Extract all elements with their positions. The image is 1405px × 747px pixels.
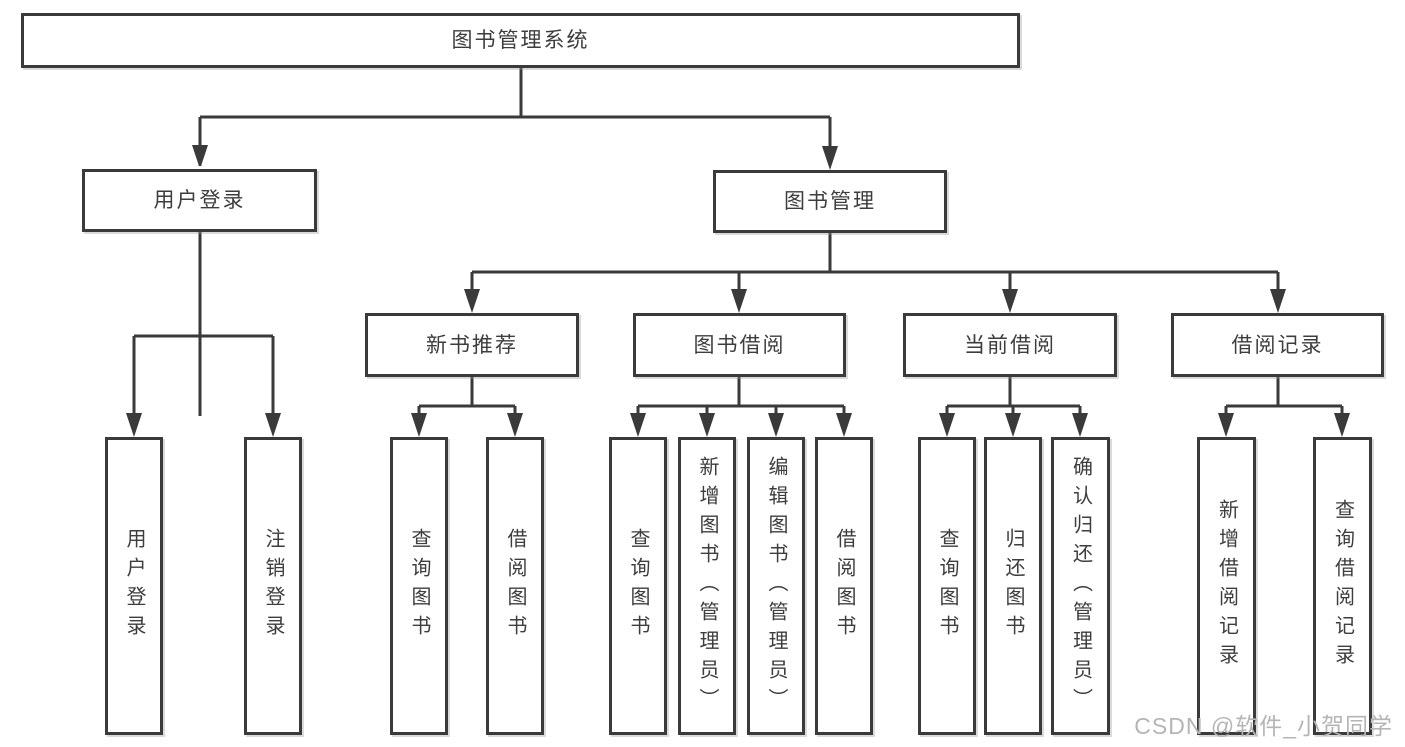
arrowheads-borrow-records [1218,413,1350,437]
node-user-login: 用户登录 [82,169,317,232]
leaf-label: 查询图书 [936,528,958,644]
leaf-borrow-query-books: 查询图书 [609,437,667,735]
node-label: 当前借阅 [964,333,1056,357]
connector-user-login [132,232,275,418]
leaf-label: 编辑图书（管理员） [765,455,787,717]
node-borrow-records: 借阅记录 [1171,313,1384,377]
node-label: 用户登录 [153,189,246,212]
leaf-user-login: 用户登录 [105,437,163,735]
leaf-logout-login: 注销登录 [244,437,302,735]
leaf-borrow-edit-books-admin: 编辑图书（管理员） [747,437,805,735]
node-library-management-system: 图书管理系统 [21,13,1020,68]
node-book-management: 图书管理 [713,170,947,233]
arrowheads-level3 [464,289,1286,313]
node-new-book-recommend: 新书推荐 [365,313,579,377]
leaf-newbooks-borrow-books: 借阅图书 [486,437,544,735]
node-label: 借阅记录 [1231,333,1324,357]
leaf-borrow-borrow-books: 借阅图书 [815,437,873,735]
node-label: 新书推荐 [426,333,518,357]
leaf-label: 新增图书（管理员） [696,455,718,717]
node-label: 图书管理 [784,190,876,213]
leaf-label: 查询借阅记录 [1331,499,1354,673]
leaf-label: 查询图书 [627,528,649,644]
arrowheads-level2 [192,145,838,170]
watermark: CSDN @软件_小贺同学 [1134,713,1393,739]
connector-current-borrow [945,377,1082,418]
leaf-label: 查询图书 [408,528,430,644]
leaf-label: 借阅图书 [833,528,855,644]
leaf-label: 新增借阅记录 [1215,499,1238,673]
leaf-newbooks-query-books: 查询图书 [390,437,448,735]
arrowheads-new-book-recommend [411,413,523,437]
node-label: 图书管理系统 [451,29,590,52]
leaf-records-add-borrow-record: 新增借阅记录 [1197,437,1256,735]
arrowheads-book-borrow [630,413,852,437]
leaf-borrow-add-books-admin: 新增图书（管理员） [678,437,736,735]
leaf-current-return-books: 归还图书 [984,437,1042,735]
leaf-records-query-borrow-record: 查询借阅记录 [1313,437,1372,735]
leaf-label: 注销登录 [262,528,284,644]
leaf-label: 确认归还（管理员） [1069,455,1092,717]
arrowheads-current-borrow [939,413,1088,437]
leaf-label: 归还图书 [1002,528,1024,644]
leaf-current-query-books: 查询图书 [918,437,976,735]
node-label: 图书借阅 [693,333,786,357]
node-book-borrow: 图书借阅 [633,313,846,377]
connector-borrow-records [1224,377,1344,418]
node-current-borrow: 当前借阅 [903,313,1117,377]
arrowheads-user-login [126,413,281,437]
leaf-label: 借阅图书 [504,528,526,644]
connector-new-book-recommend [417,377,517,418]
leaf-current-confirm-return-admin: 确认归还（管理员） [1051,437,1110,735]
connector-book-management [470,233,1280,294]
connector-book-borrow [636,377,846,418]
leaf-label: 用户登录 [123,528,145,644]
